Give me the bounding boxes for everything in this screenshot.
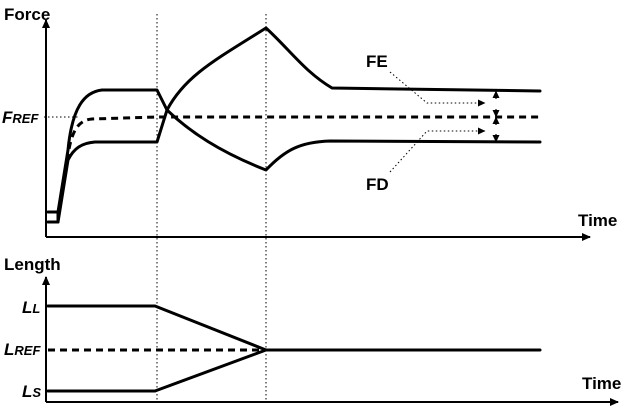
length-panel: Length Time LL LREF LS <box>4 255 621 406</box>
force-time-label: Time <box>578 211 617 230</box>
short-length-label: LS <box>22 382 41 401</box>
ref-length-label: LREF <box>4 340 41 359</box>
short-length-trace <box>46 348 268 393</box>
fe-label: FE <box>366 52 388 71</box>
isometric-reference-curve <box>56 115 540 221</box>
long-length-label: LL <box>22 298 40 317</box>
fref-label: FREF <box>2 108 39 127</box>
force-enhancement-curve <box>56 26 542 214</box>
fd-label: FD <box>366 175 389 194</box>
force-axis-label: Force <box>4 5 50 24</box>
length-time-label: Time <box>582 374 621 393</box>
long-length-trace <box>46 304 542 352</box>
activation-step <box>46 210 60 224</box>
force-panel: Force Time FREF FE FD <box>2 5 617 402</box>
fe-leader-arrow <box>389 71 486 107</box>
fd-leader-arrow <box>389 127 486 173</box>
length-axis-label: Length <box>4 255 61 274</box>
force-depression-curve <box>56 108 542 224</box>
